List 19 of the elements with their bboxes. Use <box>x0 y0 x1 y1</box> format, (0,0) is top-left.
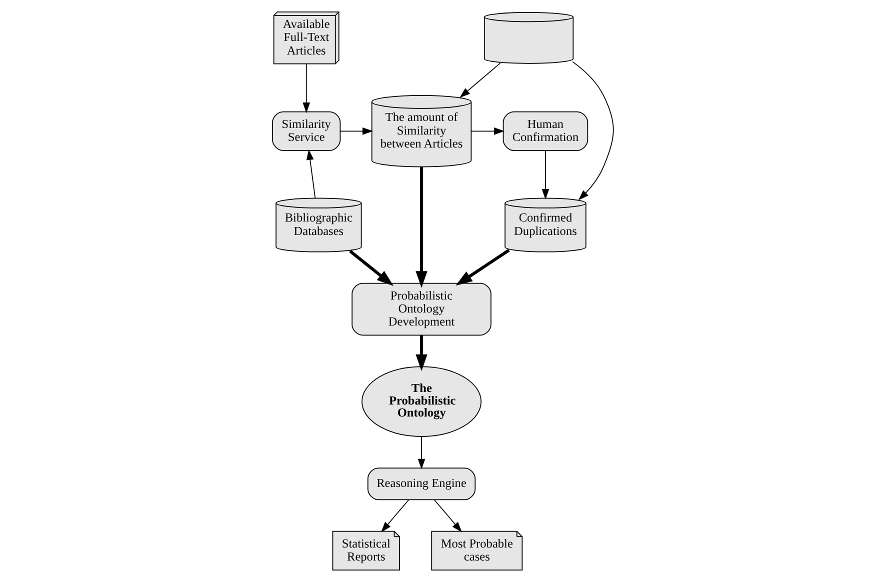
arrow <box>460 62 501 98</box>
node-ellipse: The Probabilistic Ontology <box>362 366 482 437</box>
arrow <box>306 149 316 199</box>
node-box: Human Confirmation <box>502 111 588 151</box>
node-box: Similarity Service <box>272 111 341 151</box>
arrow <box>416 335 428 372</box>
arrow <box>434 499 462 532</box>
arrow <box>349 250 394 286</box>
arrow <box>340 127 374 135</box>
arrow <box>470 127 505 135</box>
arrow <box>416 166 428 288</box>
arrow <box>572 61 614 200</box>
node-box: Probabilistic Ontology Development <box>352 282 492 336</box>
arrow <box>302 64 310 114</box>
arrow <box>418 436 426 470</box>
arrow <box>456 248 510 286</box>
arrow <box>542 150 550 200</box>
node-box: Reasoning Engine <box>367 468 476 500</box>
arrow <box>381 499 410 532</box>
